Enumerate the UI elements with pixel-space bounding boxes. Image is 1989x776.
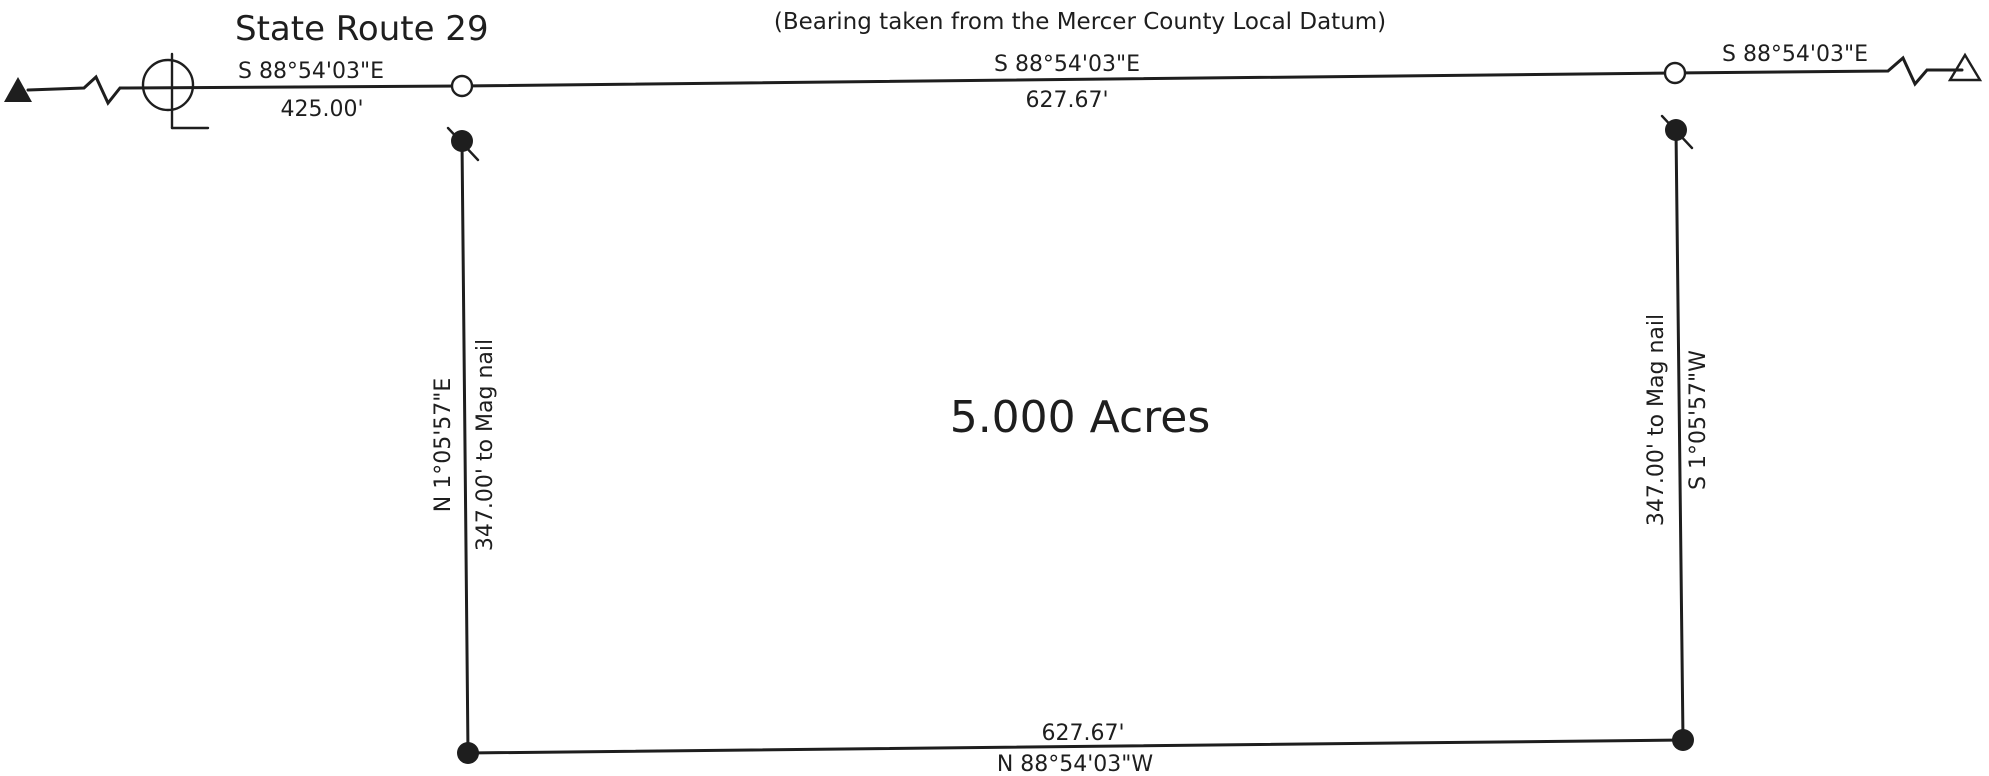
- west-line-bearing: N 1°05'57"E: [431, 378, 456, 513]
- open-circle-icon: [1663, 61, 1687, 85]
- east-boundary-line: [1674, 128, 1685, 742]
- east-line-distance: 347.00' to Mag nail: [1644, 314, 1669, 526]
- centerline-west-bearing: S 88°54'03"E: [238, 59, 384, 84]
- centerline-main-segment: [458, 71, 1675, 88]
- centerline-symbol-icon: [141, 52, 210, 130]
- open-circle-icon: [450, 74, 474, 98]
- centerline-main-bearing: S 88°54'03"E: [994, 52, 1140, 77]
- filled-circle-icon: [457, 742, 479, 764]
- filled-triangle-icon: [4, 77, 32, 102]
- open-triangle-icon: [1947, 52, 1983, 82]
- centerline-main-distance: 627.67': [1025, 88, 1108, 113]
- road-centerline: [26, 55, 1964, 106]
- datum-note: (Bearing taken from the Mercer County Lo…: [774, 9, 1386, 35]
- west-line-distance: 347.00' to Mag nail: [473, 339, 498, 551]
- filled-circle-icon: [446, 126, 480, 162]
- centerline-east-bearing: S 88°54'03"E: [1722, 42, 1868, 67]
- property-boundary: [460, 128, 1685, 755]
- centerline-west-segment: [26, 74, 462, 106]
- south-line-distance: 627.67': [1041, 721, 1124, 746]
- centerline-west-distance: 425.00': [280, 97, 363, 122]
- south-line-bearing: N 88°54'03"W: [997, 752, 1154, 776]
- road-name-label: State Route 29: [235, 9, 489, 49]
- filled-circle-icon: [1660, 114, 1694, 150]
- filled-circle-icon: [1672, 729, 1694, 751]
- south-boundary-line: [466, 738, 1685, 755]
- east-line-bearing: S 1°05'57"W: [1686, 350, 1711, 490]
- west-boundary-line: [460, 139, 470, 755]
- area-label: 5.000 Acres: [950, 392, 1211, 443]
- centerline-east-segment: [1671, 55, 1964, 87]
